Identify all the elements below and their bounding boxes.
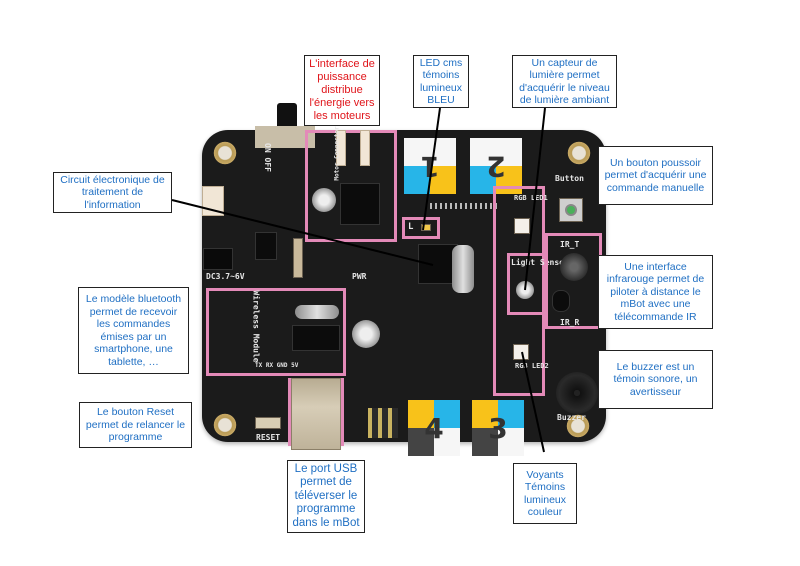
- mounting-hole: [566, 140, 592, 166]
- callout-infrared: Une interface infrarouge permet de pilot…: [598, 255, 713, 329]
- callout-reset: Le bouton Reset permet de relancer le pr…: [79, 402, 192, 448]
- wireless-silk: Wireless Module: [251, 290, 261, 363]
- power-switch-lever: [277, 103, 297, 133]
- regulator-chip: [255, 232, 277, 260]
- dc-jack: [203, 248, 233, 270]
- callout-buzzer: Le buzzer est un témoin sonore, un avert…: [598, 350, 713, 409]
- usb-port: [291, 378, 341, 450]
- ir-t-silk: IR_T: [560, 240, 580, 249]
- callout-processing-circuit: Circuit électronique de traitement de l'…: [53, 172, 172, 213]
- battery-connector: [202, 186, 224, 216]
- rgb-led1-silk: RGB LED1: [514, 194, 548, 202]
- port-4: 4: [408, 400, 460, 456]
- callout-power-interface: L'interface de puissance distribue l'éne…: [304, 55, 380, 126]
- pwr-silk: PWR: [352, 272, 367, 281]
- motor-connector-m2: [336, 130, 346, 166]
- callout-light-sensor: Un capteur de lumière permet d'acquérir …: [512, 55, 617, 108]
- dc-silk: DC3.7~6V: [206, 272, 245, 281]
- rgb-led-1: [514, 218, 530, 234]
- capacitor: [352, 320, 380, 348]
- reset-silk: RESET: [256, 433, 281, 442]
- port-1: 1: [404, 138, 456, 194]
- bluetooth-highlight: [206, 288, 346, 376]
- ir-transmitter: [560, 253, 588, 281]
- rgb-led-2: [513, 344, 529, 360]
- light-sensor: [516, 281, 534, 299]
- mounting-hole: [565, 413, 591, 439]
- push-button: [565, 204, 577, 216]
- rgb-led2-silk: RGB LED2: [515, 362, 549, 370]
- crystal-oscillator: [452, 245, 474, 293]
- port-2: 2: [470, 138, 522, 194]
- callout-rgb-leds: Voyants Témoins lumineux couleur: [513, 463, 577, 524]
- smd-array: [293, 238, 303, 278]
- motor-driver-chip: [340, 183, 380, 225]
- reset-button: [255, 417, 281, 429]
- onoff-silk: ON OFF: [262, 143, 272, 172]
- wireless-pins-silk: TX RX GND 5V: [255, 362, 299, 369]
- capacitor: [312, 188, 336, 212]
- bt-crystal: [295, 305, 339, 319]
- callout-bluetooth: Le modèle bluetooth permet de recevoir l…: [78, 287, 189, 374]
- power-switch: [255, 126, 315, 148]
- callout-usb: Le port USB permet de téléverser le prog…: [287, 460, 365, 533]
- ir-r-silk: IR_R: [560, 318, 580, 327]
- button-silk: Button: [555, 174, 584, 183]
- motor-connector-silk: Motor Connector: [333, 126, 341, 181]
- motor-connector-m1: [360, 130, 370, 166]
- buzzer: [556, 372, 598, 414]
- callout-blue-led: LED cms témoins lumineux BLEU: [413, 55, 469, 108]
- mounting-hole: [212, 140, 238, 166]
- bt-chip: [292, 325, 340, 351]
- port-3: 3: [472, 400, 524, 456]
- callout-push-button: Un bouton poussoir permet d'acquérir une…: [598, 146, 713, 205]
- blue-led: [421, 224, 431, 231]
- mounting-hole: [212, 412, 238, 438]
- led-l-silk: L: [408, 222, 414, 232]
- pin-header: [430, 203, 500, 209]
- buzzer-silk: Buzzer: [557, 413, 586, 422]
- icsp-header: [368, 408, 398, 438]
- ir-receiver: [552, 290, 570, 312]
